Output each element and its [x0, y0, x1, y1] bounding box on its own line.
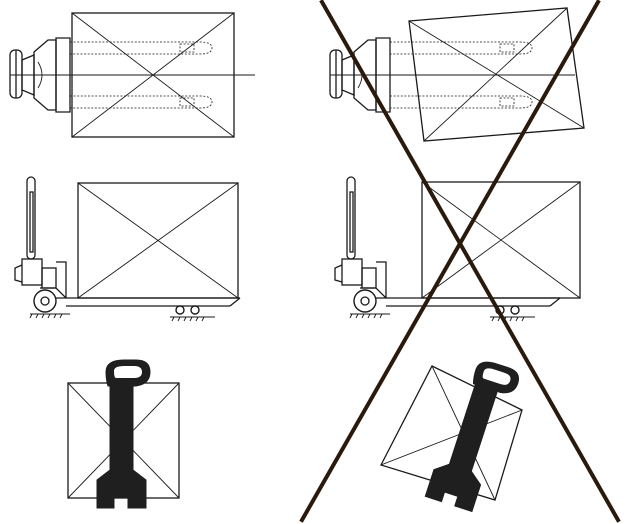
- pallet-truck-icon: [329, 37, 576, 113]
- pallet-truck-icon: [14, 176, 241, 322]
- pallet-truck-icon: [9, 37, 256, 113]
- side-view-correct-panel: [14, 176, 241, 322]
- front-view-incorrect-panel: [380, 355, 523, 514]
- pallet-truck-icon: [334, 176, 561, 322]
- top-view-correct-panel: [9, 12, 256, 138]
- top-view-incorrect-panel: [329, 7, 585, 142]
- load-box-icon: [421, 181, 581, 299]
- side-view-incorrect-panel: [334, 176, 581, 322]
- pallet-truck-icon: [96, 359, 151, 509]
- prohibited-cross-icon: [299, 0, 621, 523]
- front-view-correct-panel: [67, 359, 180, 509]
- pallet-truck-icon: [424, 355, 522, 514]
